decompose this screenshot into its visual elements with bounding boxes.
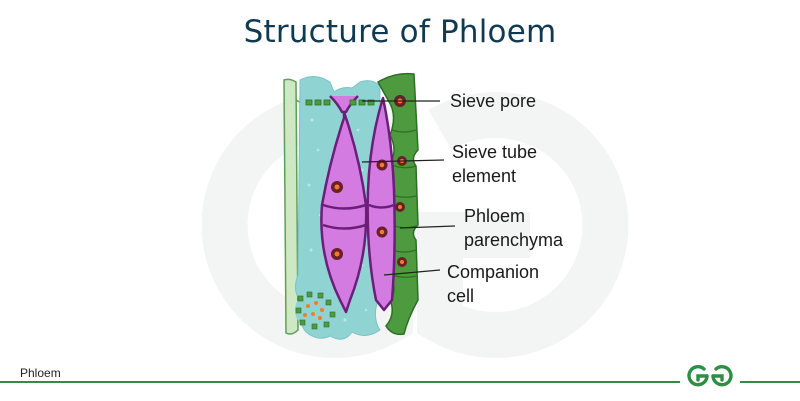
footer-divider: [0, 381, 800, 383]
label-phloem-parenchyma: Phloem parenchyma: [464, 204, 563, 252]
label-sieve-pore: Sieve pore: [450, 91, 537, 111]
label-companion-line2: cell: [447, 286, 475, 306]
sieve-plate-cross-section: [295, 290, 336, 330]
label-companion-cell: Companion cell: [447, 260, 539, 308]
label-sieve-tube-line1: Sieve tube: [452, 142, 538, 162]
label-phloem-par-line1: Phloem: [464, 206, 526, 226]
fiber-cell: [283, 78, 299, 335]
leader-lines: [361, 100, 456, 276]
label-sieve-tube-line2: element: [452, 166, 517, 186]
label-sieve-tube-element: Sieve tube element: [452, 140, 537, 188]
footer-caption: Phloem: [20, 366, 67, 380]
page-title: Structure of Phloem: [243, 14, 557, 50]
geeksforgeeks-logo-icon: [680, 358, 740, 396]
sieve-tube-element-right: [366, 96, 396, 312]
label-companion-line1: Companion: [447, 262, 540, 282]
label-phloem-par-line2: parenchyma: [464, 230, 564, 250]
sieve-pore-row-top: [305, 99, 375, 106]
